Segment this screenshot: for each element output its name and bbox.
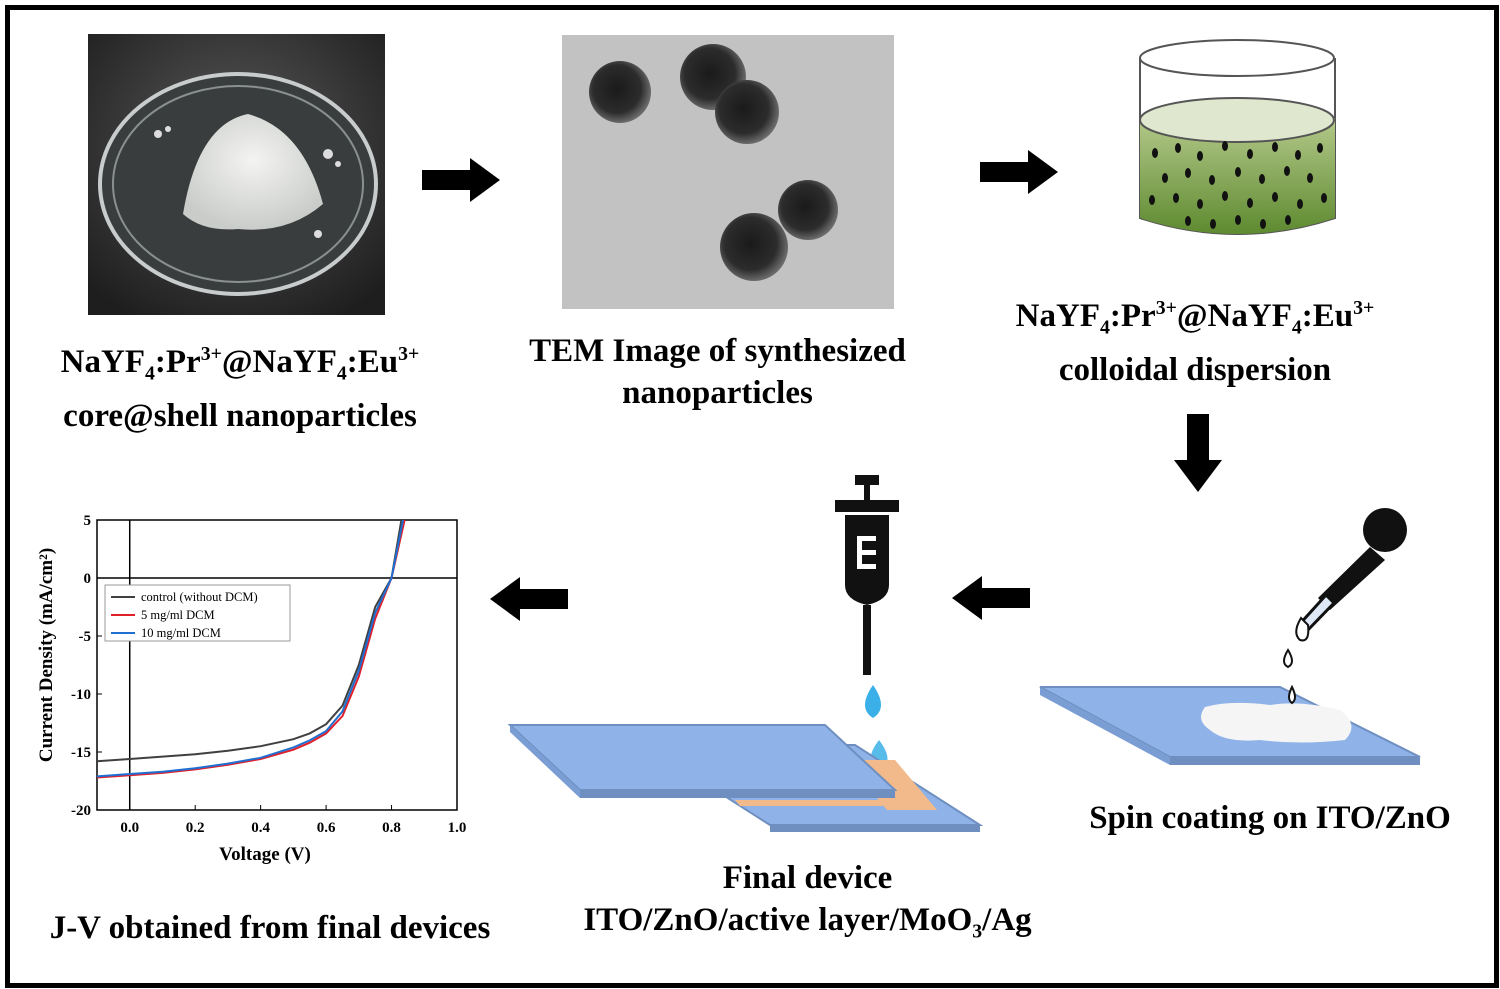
tem-image — [562, 35, 894, 309]
beaker-illustration — [1139, 39, 1336, 235]
legend-label: control (without DCM) — [141, 590, 258, 604]
x-tick-label: 1.0 — [448, 820, 467, 836]
powder-formula: NaYF4:Pr3+@NaYF4:Eu3+ — [60, 343, 420, 385]
dropper-icon — [1295, 508, 1407, 642]
device-title: Final device — [722, 860, 893, 896]
x-tick-label: 0.6 — [317, 820, 336, 836]
powder-subtitle: core@shell nanoparticles — [63, 397, 417, 434]
legend-label: 5 mg/ml DCM — [141, 608, 215, 622]
legend-label: 10 mg/ml DCM — [141, 626, 221, 640]
series-line-2 — [97, 520, 406, 779]
spin-caption: Spin coating on ITO/ZnO — [1089, 800, 1451, 836]
powder-caption: NaYF4:Pr3+@NaYF4:Eu3+ core@shell nanopar… — [20, 333, 460, 437]
y-tick-label: 0 — [84, 571, 92, 587]
arrow-left-icon — [952, 576, 1030, 620]
x-tick-label: 0.8 — [382, 820, 401, 836]
jv-caption: J-V obtained from final devices — [49, 910, 491, 946]
powder-photo — [88, 34, 385, 315]
y-tick-label: -20 — [71, 803, 91, 819]
arrow-right-icon — [422, 158, 500, 202]
device-caption: Final device ITO/ZnO/active layer/MoO3/A… — [545, 857, 1070, 953]
final-device-illustration — [507, 475, 984, 832]
y-tick-label: -5 — [79, 629, 92, 645]
y-tick-label: -15 — [71, 745, 91, 761]
arrow-down-icon — [1174, 414, 1222, 492]
x-axis-label: Voltage (V) — [219, 844, 311, 865]
y-tick-label: 5 — [84, 513, 92, 529]
dispersion-formula: NaYF4:Pr3+@NaYF4:Eu3+ — [1015, 297, 1375, 339]
spin-coating-illustration — [1039, 508, 1421, 765]
device-structure: ITO/ZnO/active layer/MoO3/Ag — [583, 902, 1032, 943]
dispersion-subtitle: colloidal dispersion — [1058, 351, 1332, 388]
plot-frame — [96, 519, 458, 811]
series-line-3 — [97, 520, 404, 778]
x-tick-label: 0.4 — [251, 820, 270, 836]
arrow-right-icon — [980, 150, 1058, 194]
y-tick-label: -10 — [71, 687, 91, 703]
dispersion-caption: NaYF4:Pr3+@NaYF4:Eu3+ colloidal dispersi… — [985, 287, 1405, 391]
legend-box — [104, 584, 291, 642]
syringe-icon — [835, 475, 899, 675]
arrow-left-icon — [490, 577, 568, 621]
tem-caption: TEM Image of synthesized nanoparticles — [490, 330, 945, 414]
y-axis-label: Current Density (mA/cm²) — [36, 548, 57, 762]
series-line-1 — [97, 520, 403, 763]
x-tick-label: 0.2 — [186, 820, 205, 836]
tem-title: TEM Image of synthesized — [529, 333, 906, 369]
tem-subtitle: nanoparticles — [622, 375, 813, 411]
x-tick-label: 0.0 — [120, 820, 139, 836]
jv-chart: Current Density (mA/cm²) Voltage (V) 0.0… — [36, 513, 467, 865]
